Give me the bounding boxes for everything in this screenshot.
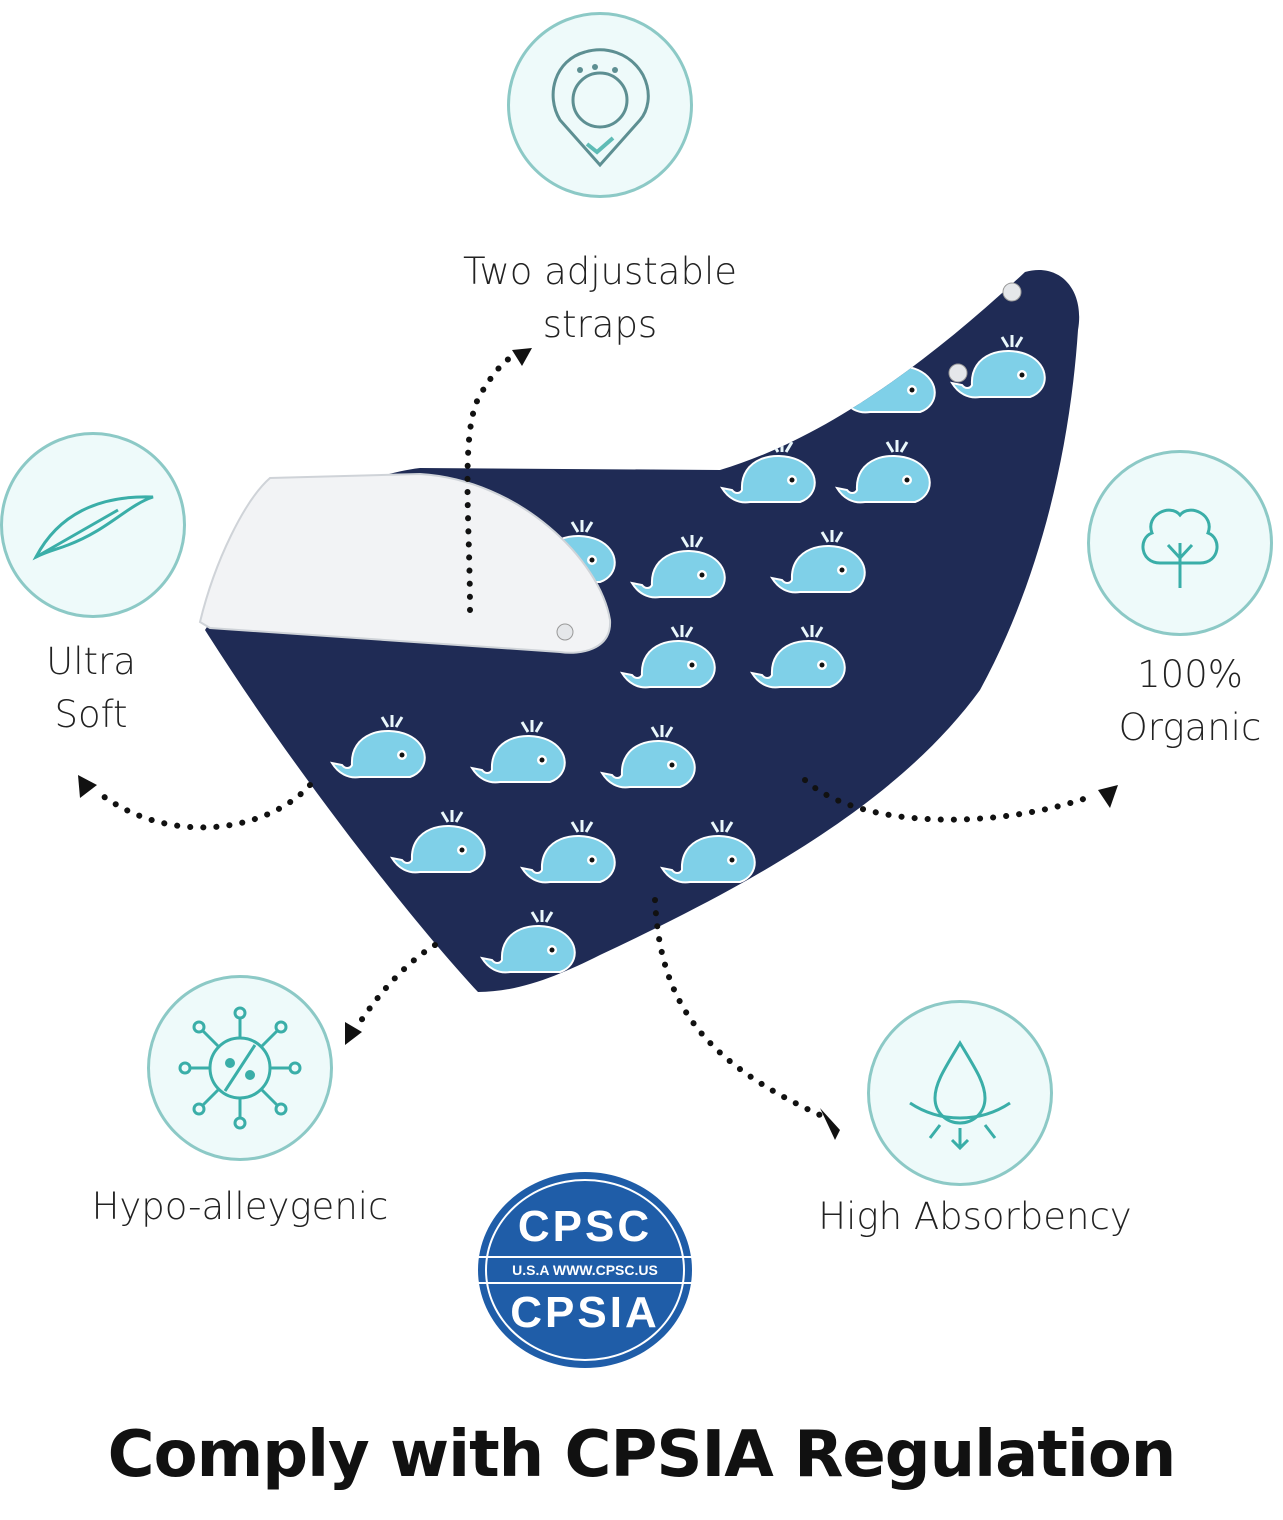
- organic-label-line1: 100%: [1137, 653, 1243, 696]
- hypoallergenic-circle: [147, 975, 333, 1161]
- adjustable-straps-circle: [507, 12, 693, 198]
- straps-label: Two adjustable straps: [400, 245, 800, 351]
- organic-label-line2: Organic: [1118, 706, 1262, 749]
- organic-circle: [1087, 450, 1273, 636]
- absorbency-circle: [867, 1000, 1053, 1186]
- straps-label-line2: straps: [542, 303, 658, 346]
- virus-blocked-icon: [178, 1006, 302, 1130]
- hypo-label: Hypo-alleygenic: [91, 1185, 389, 1228]
- organic-label: 100% Organic: [1090, 648, 1283, 754]
- ultra-soft-circle: [0, 432, 186, 618]
- bib-check-icon: [551, 48, 650, 168]
- feather-icon: [32, 495, 154, 561]
- water-drop-icon: [909, 1040, 1011, 1151]
- dotted-arrows: [92, 352, 1098, 1118]
- cpsc-badge: CPSC U.S.A WWW.CPSC.US CPSIA: [478, 1172, 692, 1368]
- bib-body: [205, 269, 1080, 993]
- soft-label-line1: Ultra: [46, 640, 136, 683]
- absorbency-label: High Absorbency: [818, 1195, 1132, 1238]
- soft-label: Ultra Soft: [0, 635, 182, 741]
- headline: Comply with CPSIA Regulation: [107, 1418, 1177, 1492]
- soft-label-line2: Soft: [54, 693, 128, 736]
- cotton-tree-icon: [1141, 508, 1219, 588]
- badge-ring: [485, 1179, 685, 1361]
- straps-label-line1: Two adjustable: [462, 250, 737, 293]
- bib-strap: [198, 472, 612, 654]
